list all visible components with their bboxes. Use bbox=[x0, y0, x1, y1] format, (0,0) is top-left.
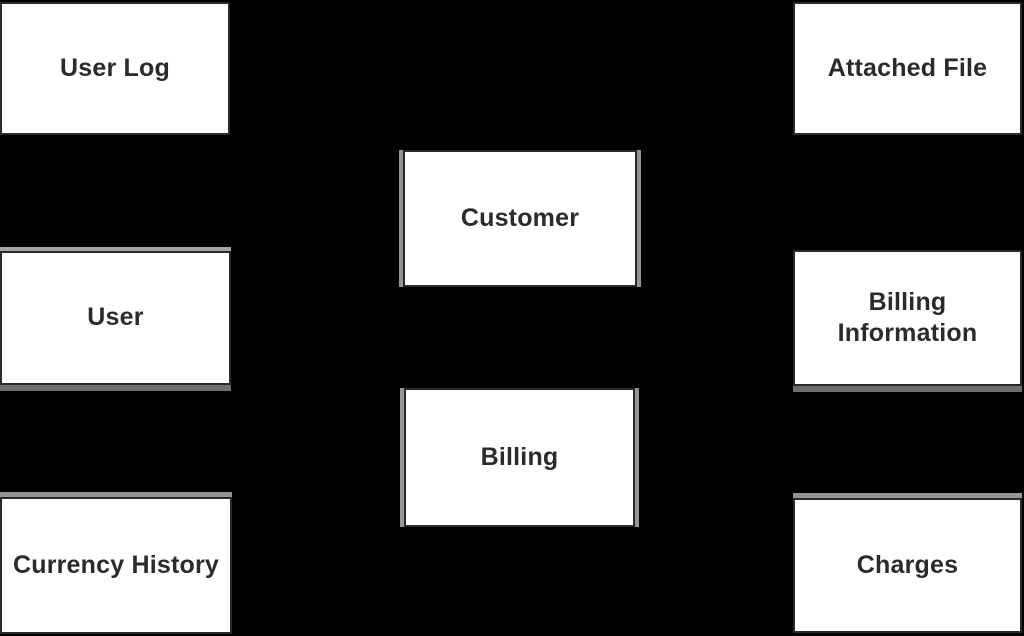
entity-user-label: User bbox=[87, 303, 144, 332]
entity-user[interactable]: User bbox=[0, 251, 231, 385]
entity-billing-information[interactable]: Billing Information bbox=[793, 250, 1022, 386]
entity-user-log[interactable]: User Log bbox=[0, 2, 230, 135]
entity-charges[interactable]: Charges bbox=[793, 498, 1022, 633]
entity-attached-file-label: Attached File bbox=[827, 53, 988, 82]
entity-billing[interactable]: Billing bbox=[404, 388, 635, 527]
entity-billing-information-label: Billing Information bbox=[837, 287, 978, 347]
entity-attached-file[interactable]: Attached File bbox=[793, 2, 1022, 135]
entity-user-log-label: User Log bbox=[60, 53, 170, 82]
entity-currency-history-label: Currency History bbox=[12, 550, 220, 579]
entity-customer[interactable]: Customer bbox=[403, 150, 637, 287]
entity-charges-label: Charges bbox=[856, 550, 959, 579]
entity-currency-history[interactable]: Currency History bbox=[0, 497, 232, 634]
entity-billing-label: Billing bbox=[480, 442, 559, 471]
entity-customer-label: Customer bbox=[460, 203, 580, 232]
